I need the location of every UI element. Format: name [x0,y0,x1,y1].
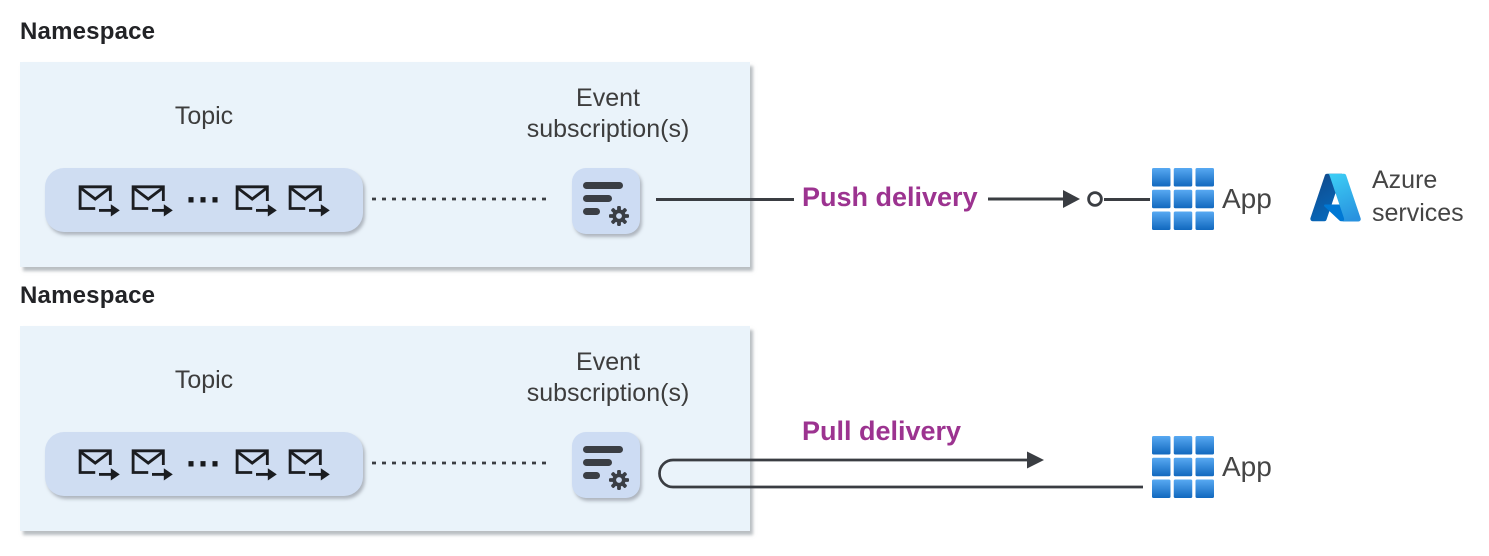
event-subscription-icon [572,168,640,234]
pull-delivery-label: Pull delivery [802,416,962,446]
endpoint-circle-icon [1087,191,1103,207]
event-subscription-label: Event subscription(s) [526,84,690,143]
message-icon [288,185,332,219]
topic-pill: ··· [45,168,363,232]
event-subscription-icon [572,432,640,498]
pull-flow-section: Namespace Topic ··· Event subscription(s… [0,264,1489,542]
filter-gear-glyph [583,446,629,490]
app-label: App [1222,451,1272,482]
message-icon [235,449,279,483]
topic-pill: ··· [45,432,363,496]
topic-label: Topic [174,366,234,394]
ellipsis-icon: ··· [186,443,222,484]
app-icon [1152,168,1214,230]
push-line-right [1104,198,1150,201]
app-icon [1152,436,1214,498]
filter-gear-glyph [583,182,629,226]
push-arrow [988,190,1080,208]
pull-arrowhead-icon [1027,451,1044,469]
topic-to-subscription-dashed-connector [372,197,548,201]
ellipsis-icon: ··· [186,179,222,220]
message-icon [235,185,279,219]
message-icon [78,449,122,483]
app-label: App [1222,183,1272,214]
message-icon [131,449,175,483]
topic-to-subscription-dashed-connector [372,461,548,465]
topic-label: Topic [174,102,234,130]
push-flow-section: Namespace Topic ··· Event subscription(s… [20,18,1464,267]
pull-loop-arrow-icon [658,451,1143,489]
message-icon [288,449,332,483]
azure-icon [1308,170,1363,225]
namespace-title: Namespace [20,18,156,45]
namespace-title: Namespace [20,282,156,309]
push-arrowhead-icon [1063,190,1080,208]
message-icon [131,185,175,219]
azure-services-label: Azure services [1372,166,1464,227]
push-line-left [656,198,794,201]
message-icon [78,185,122,219]
event-subscription-label: Event subscription(s) [526,348,690,407]
push-delivery-label: Push delivery [802,182,978,212]
